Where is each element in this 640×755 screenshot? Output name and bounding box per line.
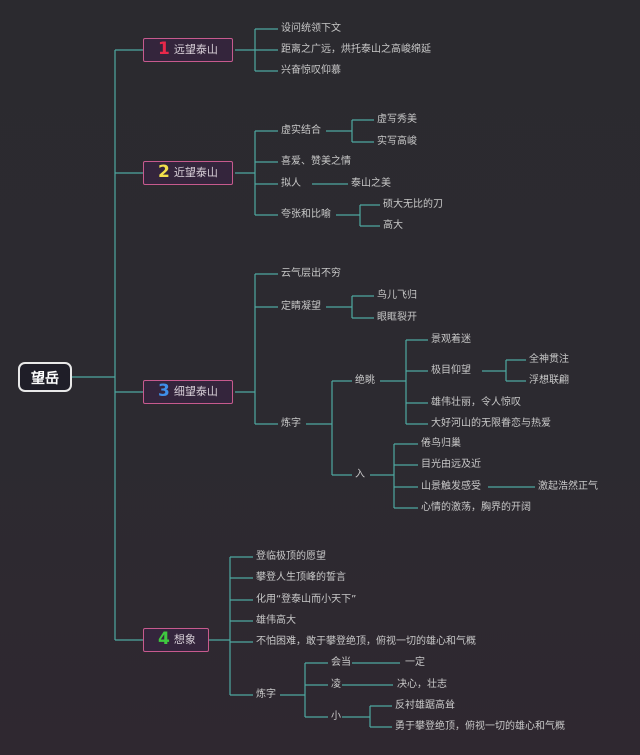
b2-personify-a: 泰山之美 xyxy=(351,178,391,189)
b3-jue-b: 极目仰望 xyxy=(431,365,471,376)
b4-xiao-a: 反衬雄踞高耸 xyxy=(395,700,455,711)
b3-ru-c1: 激起浩然正气 xyxy=(538,481,598,492)
b2-xushi-b: 实写高峻 xyxy=(377,136,417,147)
b3-gaze-a: 鸟儿飞归 xyxy=(377,290,417,301)
b3-clouds: 云气层出不穷 xyxy=(281,268,341,279)
b4-item-4: 雄伟高大 xyxy=(256,615,296,626)
b4-xiao-b: 勇于攀登绝顶，俯视一切的雄心和气概 xyxy=(395,721,565,732)
b4-wording: 炼字 xyxy=(256,689,276,700)
branch-3-label: 细望泰山 xyxy=(173,385,218,398)
b4-huidang: 会当 xyxy=(331,657,351,668)
branch-4-label: 想象 xyxy=(173,633,196,646)
b3-ru-c: 山景触发感受 xyxy=(421,481,481,492)
b2-hyperbole-b: 高大 xyxy=(383,220,403,231)
b4-item-2: 攀登人生顶峰的誓言 xyxy=(256,572,346,583)
b3-jue-b1: 全神贯注 xyxy=(529,354,569,365)
b4-huidang-a: 一定 xyxy=(405,657,425,668)
b1-item-1: 设问统领下文 xyxy=(281,23,341,34)
b4-ling: 凌 xyxy=(331,679,341,690)
b4-item-5: 不怕困难，敢于攀登绝顶，俯视一切的雄心和气概 xyxy=(256,636,476,647)
b3-jue: 绝眺 xyxy=(355,375,375,386)
b2-personify: 拟人 xyxy=(281,178,301,189)
b2-hyperbole: 夸张和比喻 xyxy=(281,209,331,220)
b3-ru-d: 心情的激荡，胸界的开阔 xyxy=(421,502,531,513)
b2-hyperbole-a: 硕大无比的刀 xyxy=(383,199,443,210)
b4-item-3: 化用“登泰山而小天下” xyxy=(256,594,357,605)
b3-ru-a: 倦鸟归巢 xyxy=(421,438,461,449)
branch-3-number: 3 xyxy=(158,381,170,401)
root-topic: 望岳 xyxy=(18,362,72,392)
b2-emotion: 喜爱、赞美之情 xyxy=(281,156,351,167)
branch-1-label: 远望泰山 xyxy=(173,43,218,56)
b1-item-2: 距离之广远，烘托泰山之高峻绵延 xyxy=(281,44,431,55)
branch-2-number: 2 xyxy=(158,162,170,182)
branch-4-number: 4 xyxy=(158,629,170,649)
b3-wording: 炼字 xyxy=(281,418,301,429)
b4-ling-a: 决心，壮志 xyxy=(397,679,447,690)
b3-gaze-b: 眼眶裂开 xyxy=(377,312,417,323)
b3-jue-b2: 浮想联翩 xyxy=(529,375,569,386)
b4-item-1: 登临极顶的愿望 xyxy=(256,551,326,562)
branch-2-label: 近望泰山 xyxy=(173,166,218,179)
b2-xushi-a: 虚写秀美 xyxy=(377,114,417,125)
b3-jue-d: 大好河山的无限眷恋与热爱 xyxy=(431,418,551,429)
b1-item-3: 兴奋惊叹仰慕 xyxy=(281,65,341,76)
b3-ru: 入 xyxy=(355,469,365,480)
b3-jue-c: 雄伟壮丽，令人惊叹 xyxy=(431,397,521,408)
b3-gaze: 定睛凝望 xyxy=(281,301,321,312)
branch-1-number: 1 xyxy=(158,39,170,59)
b4-xiao: 小 xyxy=(331,711,341,722)
b2-xushi: 虚实结合 xyxy=(281,125,321,136)
b3-ru-b: 目光由远及近 xyxy=(421,459,481,470)
b3-jue-a: 景观着迷 xyxy=(431,334,471,345)
